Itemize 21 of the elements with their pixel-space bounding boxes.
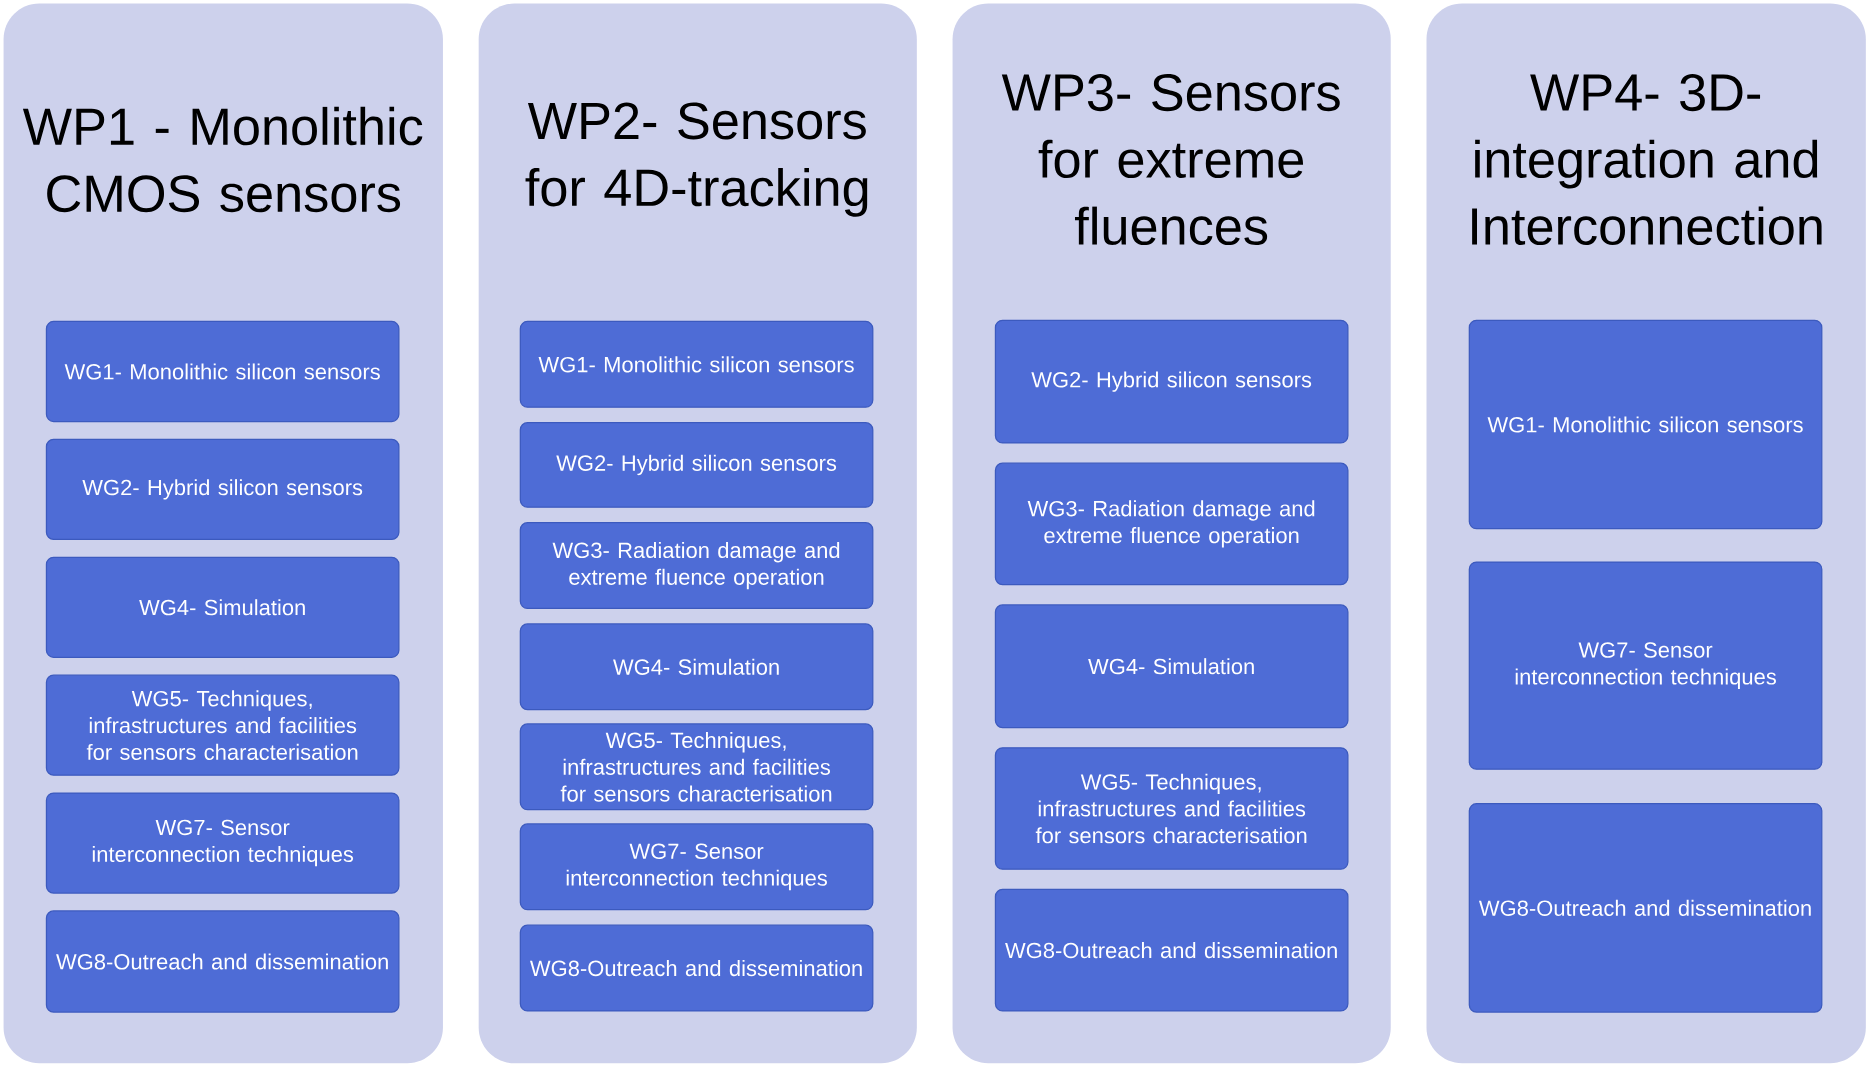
working-group-box: WG7- Sensor interconnection techniques [1468,561,1823,770]
working-group-box: WG8-Outreach and dissemination [45,910,400,1013]
working-group-box: WG1- Monolithic silicon sensors [1468,319,1823,530]
working-group-box: WG1- Monolithic silicon sensors [519,320,874,408]
working-group-box: WG4- Simulation [519,623,874,711]
working-group-box: WG4- Simulation [994,604,1349,729]
working-group-box: WG8-Outreach and dissemination [1468,803,1823,1013]
working-group-box: WG1- Monolithic silicon sensors [45,320,400,423]
working-group-box: WG5- Techniques, infrastructures and facilities for sensors characterisation [519,723,874,811]
working-group-box: WG5- Techniques, infrastructures and facilities for sensors characterisation [45,674,400,776]
working-group-box: WG2- Hybrid silicon sensors [45,438,400,541]
working-group-box: WG4- Simulation [45,556,400,658]
working-group-box: WG7- Sensor interconnection techniques [519,823,874,911]
working-group-box: WG7- Sensor interconnection techniques [45,792,400,894]
working-group-box: WG8-Outreach and dissemination [994,888,1349,1012]
working-group-box: WG2- Hybrid silicon sensors [519,422,874,508]
working-group-box: WG2- Hybrid silicon sensors [994,319,1349,444]
working-group-box: WG8-Outreach and dissemination [519,924,874,1012]
working-group-box: WG5- Techniques, infrastructures and facilities for sensors characterisation [994,747,1349,870]
working-group-box: WG3- Radiation damage and extreme fluence operation [519,522,874,610]
working-group-box: WG3- Radiation damage and extreme fluence operation [994,462,1349,586]
